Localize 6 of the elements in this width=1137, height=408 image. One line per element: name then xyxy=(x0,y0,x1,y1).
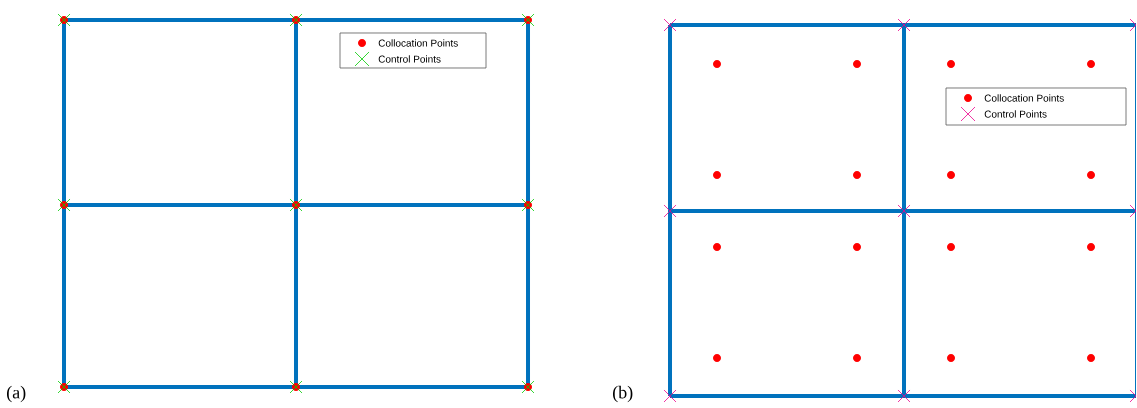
legend-label: Collocation Points xyxy=(378,39,458,47)
panel-label: (b) xyxy=(613,385,633,403)
panel-label: (a) xyxy=(7,385,26,403)
legend-label: Control Points xyxy=(378,55,441,63)
legend-label: Control Points xyxy=(984,110,1047,118)
legend-label: Collocation Points xyxy=(984,94,1064,102)
